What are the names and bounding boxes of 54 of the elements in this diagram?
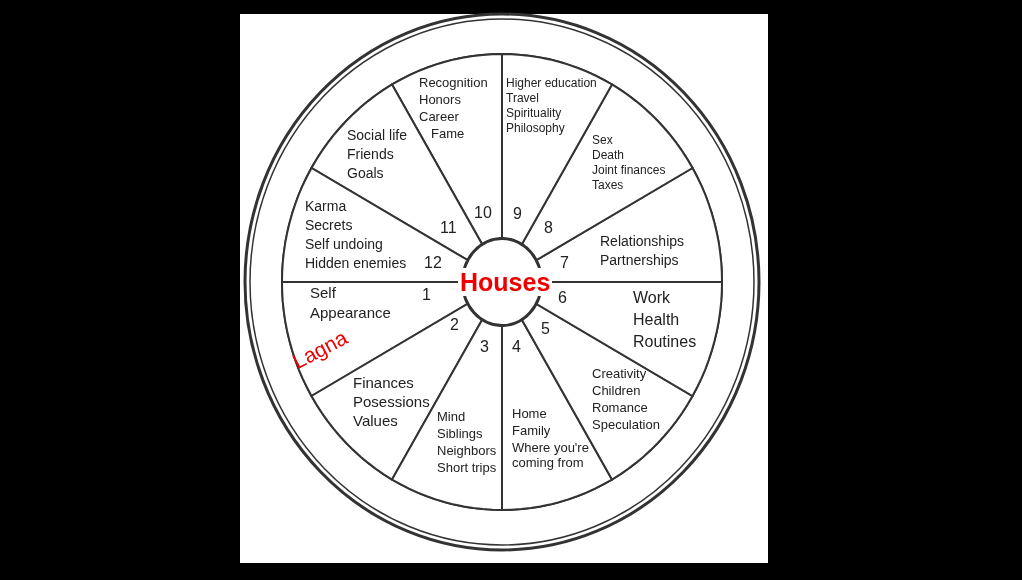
house-topic: Appearance [310,304,391,322]
house-topic: Death [592,149,625,163]
house-topic: Sex [592,134,613,148]
house-topic: Where you're coming from [512,441,590,471]
house-topic: Spirituality [506,107,562,121]
house-topic: Friends [347,146,394,163]
house-topic: Neighbors [437,444,497,459]
house-topic: Self [310,284,336,302]
house-number: 2 [450,316,459,335]
house-number: 10 [474,204,492,223]
house-number: 7 [560,254,569,273]
house-topic: Higher education [506,77,597,91]
house-number: 9 [513,205,522,224]
house-topic: Finances [353,374,414,392]
house-topic: Creativity [592,367,647,382]
house-topic: Partnerships [600,252,679,269]
house-topic: Travel [506,92,539,106]
house-topic: Siblings [437,427,483,442]
house-topic: Short trips [437,461,497,476]
house-topic: Hidden enemies [305,255,407,272]
house-topic: Romance [592,401,648,416]
house-number: 6 [558,289,567,308]
house-topic: Relationships [600,233,685,250]
house-topic: Family [512,424,551,439]
house-topic: Karma [305,198,347,215]
house-topic: Speculation [592,418,660,433]
house-topic: Self undoing [305,236,383,253]
house-topic: Work [633,289,671,308]
house-topic: Health [633,311,680,330]
house-number: 8 [544,219,553,238]
house-topic: Taxes [592,179,624,193]
house-number: 12 [424,254,442,273]
house-topic: Values [353,412,398,430]
house-number: 4 [512,338,521,357]
house-topic: Joint finances [592,164,666,178]
house-number: 3 [480,338,489,357]
center-title: Houses [458,267,553,297]
house-topic: Children [592,384,641,399]
house-topic: Secrets [305,217,353,234]
house-topic: Posessions [353,393,430,411]
house-topic: Career [419,110,459,125]
house-number: 1 [422,286,431,305]
house-number: 11 [440,219,457,238]
angle-label: Lagna [288,325,352,375]
house-topic: Goals [347,165,384,182]
house-topic: Social life [347,127,407,144]
house-topic: Mind [437,410,466,425]
house-topic: Fame [431,127,465,142]
house-topic: Home [512,407,547,422]
house-topic: Recognition [419,76,488,91]
house-topic: Philosophy [506,122,565,136]
house-number: 5 [541,320,550,339]
house-topic: Honors [419,93,461,108]
house-topic: Routines [633,333,697,352]
